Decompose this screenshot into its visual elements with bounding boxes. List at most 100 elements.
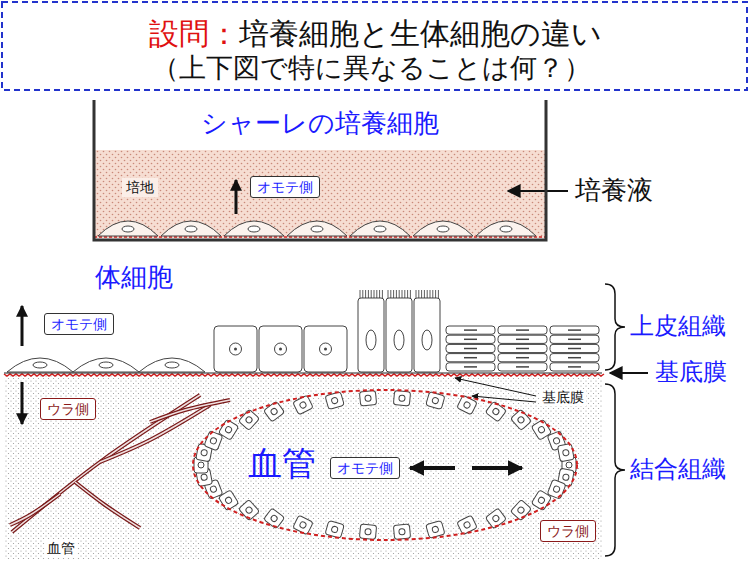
region-label: 培養液 xyxy=(575,175,653,206)
cilium xyxy=(396,290,397,298)
cilium xyxy=(393,290,394,298)
basement-membrane-leader xyxy=(610,372,648,374)
region-label: 体細胞 xyxy=(95,262,173,293)
nucleus xyxy=(248,226,260,232)
nucleus xyxy=(33,362,47,368)
apical-arrow xyxy=(21,306,24,346)
side-label-box: オモテ側 xyxy=(250,176,320,198)
nucleus xyxy=(437,226,449,232)
basement-membrane-line xyxy=(4,373,602,374)
arrow-left xyxy=(410,466,455,470)
cell xyxy=(476,221,536,236)
vessel-lumen xyxy=(100,405,210,462)
nucleus xyxy=(568,357,581,359)
cilium xyxy=(432,290,433,298)
vessel-lumen xyxy=(75,482,140,528)
stratified-cell xyxy=(550,335,599,343)
stratified-cell xyxy=(498,354,547,362)
nucleolus xyxy=(279,348,282,351)
nucleus xyxy=(516,339,529,341)
vessel-wall xyxy=(75,482,140,528)
cell xyxy=(287,221,347,236)
stratified-cell xyxy=(550,326,599,334)
nucleus xyxy=(122,226,134,232)
cilium xyxy=(435,290,436,298)
cilium xyxy=(376,290,377,298)
vessel-name: 血管 xyxy=(248,443,316,484)
stratified-cell xyxy=(550,354,599,362)
nucleus xyxy=(516,357,529,359)
nucleus xyxy=(165,362,179,368)
nucleolus xyxy=(324,348,327,351)
stratified-cell xyxy=(498,335,547,343)
nucleus xyxy=(464,357,477,359)
nucleus xyxy=(568,348,581,350)
stratified-cell xyxy=(498,326,547,334)
endothelial-cell xyxy=(393,524,410,539)
endothelial-cells xyxy=(194,391,576,540)
cuboidal-cell xyxy=(259,326,302,372)
stratified-cell xyxy=(446,363,495,371)
nucleus xyxy=(464,348,477,350)
cilium xyxy=(379,290,380,298)
leader-line xyxy=(455,378,536,396)
cilium xyxy=(421,290,422,298)
nucleus xyxy=(230,343,242,355)
endothelial-cell xyxy=(325,521,344,539)
cilium xyxy=(362,290,363,298)
side-label-box: オモテ側 xyxy=(330,457,400,479)
stratified-cell xyxy=(550,344,599,352)
cilium xyxy=(416,290,417,298)
side-label: オモテ側 xyxy=(51,316,107,332)
region-label: 上皮組織 xyxy=(630,312,726,341)
vessel-wall xyxy=(150,400,230,422)
nucleus xyxy=(568,329,581,331)
vessel-lumen xyxy=(150,400,230,422)
apical-arrow xyxy=(235,180,238,214)
cell xyxy=(413,221,473,236)
stratified-cell xyxy=(446,354,495,362)
endothelial-cell xyxy=(558,444,575,462)
nucleus xyxy=(422,330,432,350)
subtitle: （上下図で特に異なることは何？） xyxy=(0,52,746,84)
nucleus xyxy=(99,362,113,368)
nucleus xyxy=(464,329,477,331)
nucleus xyxy=(516,348,529,350)
basement-membrane xyxy=(4,374,604,376)
endothelial-cell xyxy=(510,409,531,430)
nucleus xyxy=(500,226,512,232)
side-label-box: ウラ側 xyxy=(540,520,596,542)
endothelial-cell xyxy=(359,524,376,539)
cell xyxy=(350,221,410,236)
nucleus xyxy=(275,343,287,355)
endothelial-cell xyxy=(457,395,478,415)
vessel-wall xyxy=(100,405,210,462)
nucleolus xyxy=(234,348,237,351)
endothelial-cell xyxy=(359,391,376,406)
nucleus xyxy=(311,226,323,232)
connective-tissue xyxy=(4,375,602,559)
vessel-wall xyxy=(10,494,60,525)
nucleus xyxy=(516,366,529,368)
nucleus xyxy=(568,366,581,368)
cilium xyxy=(407,290,408,298)
nucleus xyxy=(374,226,386,232)
cilium xyxy=(427,290,428,298)
nucleus xyxy=(568,339,581,341)
cilium xyxy=(430,290,431,298)
cilium xyxy=(404,290,405,298)
cilium xyxy=(374,290,375,298)
region-label: 基底膜 xyxy=(655,358,727,387)
side-label-box: オモテ側 xyxy=(44,313,114,335)
cilium xyxy=(382,290,383,298)
cilium xyxy=(390,290,391,298)
side-label-box: ウラ側 xyxy=(40,398,96,420)
columnar-cell xyxy=(386,298,412,372)
title: 培養細胞と生体細胞の違い xyxy=(239,14,602,55)
region-label: 基底膜 xyxy=(540,389,586,406)
small-blood-vessels xyxy=(10,395,230,532)
region-label: 結合組織 xyxy=(630,455,726,484)
cuboidal-cell xyxy=(214,326,257,372)
side-label: ウラ側 xyxy=(547,523,589,539)
